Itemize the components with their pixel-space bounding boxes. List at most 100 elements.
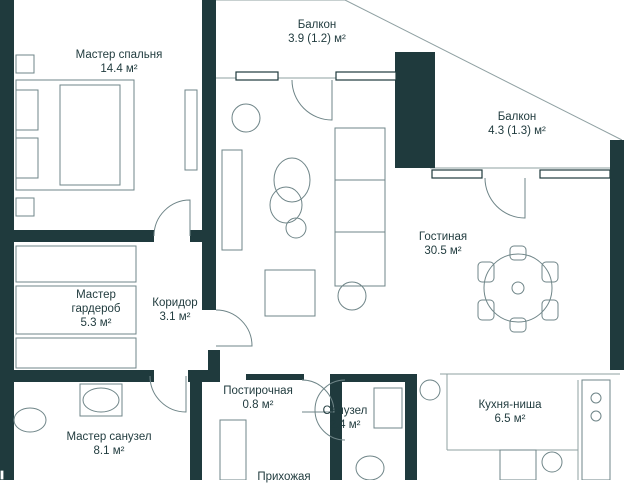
room-label-bathroom: Санузел 2.4 м² [300,404,390,432]
window-living-1 [235,71,279,81]
dining-chair-6 [509,317,527,333]
room-name: Прихожая [257,471,311,483]
room-name: Кухня-ниша [478,399,542,411]
wall-corridor-right [202,240,216,310]
kitchen-sink [499,449,537,480]
coffee-table-2 [269,186,303,224]
door-balcony2 [484,177,526,219]
wall-left [0,0,14,480]
dining-chair-5 [509,245,527,261]
window-bottom-left [0,469,5,480]
wardrobe-drawers [15,285,137,335]
room-name: Балкон [297,19,337,31]
bathroom-washbasin [373,387,403,429]
stove-burner-2 [590,410,602,422]
room-name: Коридор [152,297,198,309]
wardrobe-rail-bottom [15,337,137,369]
dining-chair-4 [541,299,559,321]
dining-vase [511,281,525,295]
plant [231,103,261,133]
door-laundry [301,379,335,413]
room-name: Мастер санузел [66,431,152,443]
doors [149,79,526,441]
room-area: 2.4 м² [329,419,361,431]
window-living-2 [335,71,397,81]
nightstand-2 [15,197,35,217]
wall-bathroom-top [342,374,405,382]
room-label-master-bedroom: Мастер спальня 14.4 м² [44,48,194,76]
wall-laundry-top [246,374,304,380]
wall-bedroom-bottom [14,230,154,242]
dining-table [483,253,553,323]
window-balcony2-1 [431,169,483,179]
room-area: 30.5 м² [424,245,462,257]
bedroom-shelf [184,89,198,171]
room-label-corridor: Коридор 3.1 м² [130,296,220,324]
room-name: Санузел [322,405,368,417]
room-label-kitchen: Кухня-ниша 6.5 м² [450,398,570,426]
wall-top-segment [208,0,216,70]
master-washbasin-counter [79,383,123,417]
room-label-hallway: Прихожая [244,470,324,484]
wall-bedroom-bottom-right [190,230,216,242]
room-label-living-room: Гостиная 30.5 м² [388,230,498,258]
tv-stand [221,149,243,251]
room-name-line2: гардероб [71,303,121,315]
bed-pillow-2 [15,137,39,179]
room-area: 14.4 м² [100,63,138,75]
kitchen-extractor [419,379,441,401]
dining-chair-2 [541,261,559,283]
room-label-laundry: Постирочная 0.8 м² [210,384,306,412]
door-corridor [215,309,253,347]
door-master-bathroom [149,375,187,413]
room-name: Балкон [497,111,537,123]
kitchen-bowl [541,451,563,473]
room-name: Гостиная [418,231,468,243]
room-area: 6.5 м² [494,413,526,425]
bed-blanket [59,84,121,186]
door-bathroom [314,379,346,441]
room-area: 8.1 м² [93,445,125,457]
bed [15,79,135,191]
wall-corridor-stub [208,350,220,380]
wall-right [610,140,624,370]
room-name: Мастер спальня [75,49,163,61]
master-washbasin [82,387,120,413]
nightstand-1 [15,54,35,74]
wall-balcony-pillar [395,52,435,168]
sofa [334,127,386,287]
furniture [13,54,611,480]
hallway-wardrobe [219,419,247,480]
room-label-balcony1: Балкон 3.9 (1.2) м² [262,18,372,46]
master-toilet [13,407,47,433]
balcony-diagonal-line [344,0,623,141]
wall-bathroom-left [330,374,342,480]
room-name: Постирочная [223,385,293,397]
room-area: 4.3 (1.3) м² [488,125,546,137]
door-balcony1 [291,79,333,121]
walls [0,0,624,480]
wall-bathroom-right2 [405,374,417,480]
stove-burner-1 [590,392,602,404]
windows [0,71,611,480]
room-area: 5.3 м² [80,317,112,329]
bathroom-toilet [355,455,385,480]
room-area: 3.9 (1.2) м² [288,33,346,45]
room-area: 3.1 м² [159,311,191,323]
room-label-master-bathroom: Мастер санузел 8.1 м² [44,430,174,458]
side-table [285,217,307,239]
armchair [264,269,316,317]
wardrobe-rail-top [15,245,137,283]
room-label-balcony2: Балкон 4.3 (1.3) м² [462,110,572,138]
wall-wardrobe-bottom [14,370,154,382]
window-balcony2-2 [539,169,611,179]
door-bedroom [153,199,191,237]
wall-bathroom-right [190,380,202,480]
coffee-table-1 [273,157,311,203]
bed-pillow-1 [15,89,39,131]
room-label-master-wardrobe: Мастер гардероб 5.3 м² [46,288,146,330]
room-area: 0.8 м² [242,399,274,411]
kitchen-counter [581,379,611,480]
room-name-line1: Мастер [76,289,116,301]
